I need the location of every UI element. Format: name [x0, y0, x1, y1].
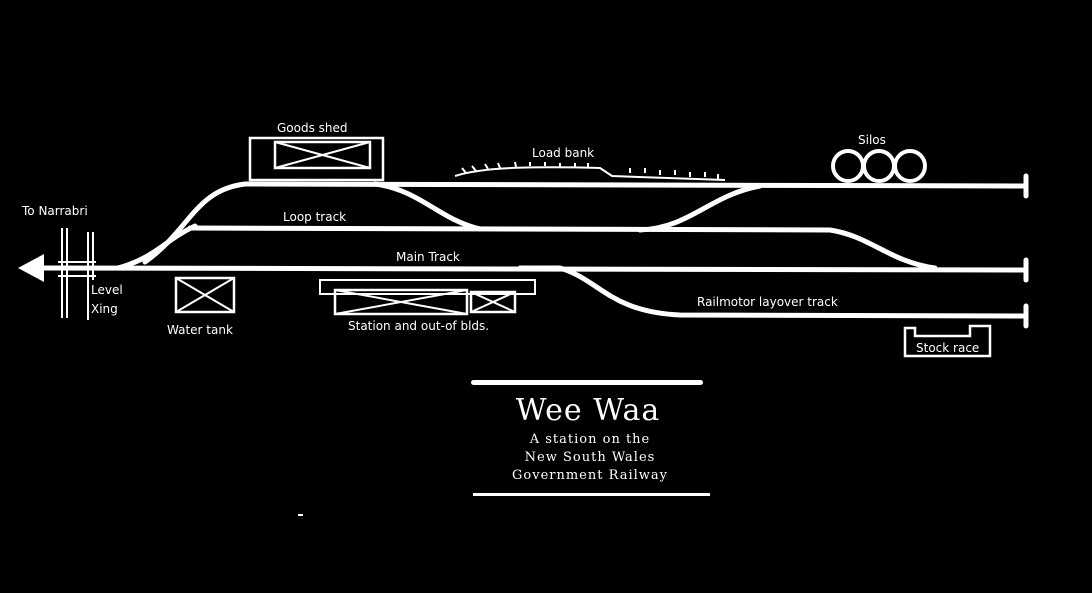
label-loop-track: Loop track — [283, 210, 346, 224]
level-crossing — [58, 228, 96, 320]
label-main-track: Main Track — [396, 250, 460, 264]
load-bank — [454, 161, 726, 181]
label-railmotor: Railmotor layover track — [697, 295, 838, 309]
label-load-bank: Load bank — [532, 146, 594, 160]
label-level-xing-2: Xing — [91, 302, 118, 316]
station-buildings — [319, 279, 536, 316]
title-main: Wee Waa — [516, 393, 660, 428]
silos — [831, 149, 927, 183]
title-line-1: A station on the — [529, 432, 651, 447]
title-line-2: New South Wales — [525, 450, 656, 465]
crossover-2 — [637, 183, 763, 233]
label-to-narrabri: To Narrabri — [21, 204, 88, 218]
crossover-1 — [372, 181, 483, 232]
title-rule-top — [471, 380, 703, 385]
stock-race — [903, 324, 992, 358]
water-tank — [174, 276, 236, 314]
loop-junction-west — [115, 223, 198, 271]
loop-junction-east — [827, 227, 938, 271]
stray-mark — [298, 514, 303, 516]
title-line-3: Government Railway — [512, 468, 668, 483]
label-station: Station and out-of blds. — [348, 319, 489, 333]
label-goods-shed: Goods shed — [277, 121, 348, 135]
railmotor-track — [517, 265, 1027, 319]
label-level-xing-1: Level — [91, 283, 123, 297]
top-siding — [142, 181, 1027, 265]
label-stock-race: Stock race — [916, 341, 979, 355]
loop-track — [187, 225, 833, 233]
title-rule-bottom — [473, 493, 710, 496]
label-silos: Silos — [858, 133, 886, 147]
direction-arrow-icon — [18, 254, 44, 282]
label-water-tank: Water tank — [167, 323, 233, 337]
goods-shed — [248, 136, 385, 182]
